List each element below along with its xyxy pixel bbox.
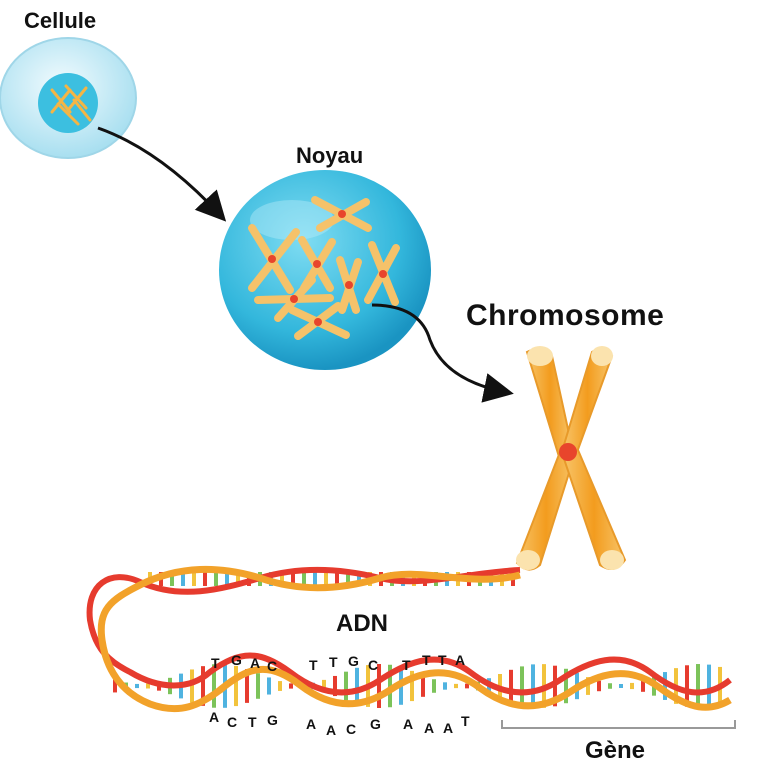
base-bottom: A bbox=[403, 716, 414, 732]
arrow-nucleus-to-chromosome bbox=[371, 303, 514, 403]
base-bottom: T bbox=[248, 714, 257, 730]
base-bottom: A bbox=[306, 716, 317, 732]
base-top: A bbox=[250, 655, 261, 671]
nucleus bbox=[219, 170, 431, 370]
base-bottom: G bbox=[267, 712, 278, 728]
chromosome bbox=[515, 346, 627, 571]
base-top: G bbox=[348, 653, 359, 669]
base-top: G bbox=[231, 652, 242, 668]
label-gene: Gène bbox=[585, 737, 646, 764]
centromere bbox=[559, 443, 577, 461]
base-bottom: C bbox=[227, 714, 238, 730]
base-top: T bbox=[211, 655, 220, 671]
dna-strand-red bbox=[86, 566, 732, 696]
base-top: T bbox=[402, 657, 411, 673]
base-bottom: A bbox=[443, 720, 454, 736]
base-bottom: C bbox=[346, 721, 357, 737]
base-top: T bbox=[329, 654, 338, 670]
cell bbox=[0, 37, 137, 159]
dna-strand-orange bbox=[97, 565, 732, 713]
label-cell: Cellule bbox=[24, 8, 97, 33]
label-chromosome: Chromosome bbox=[466, 299, 665, 332]
gene-bracket bbox=[501, 720, 736, 729]
base-bottom: A bbox=[424, 720, 435, 736]
label-nucleus: Noyau bbox=[296, 143, 364, 168]
base-top: C bbox=[368, 657, 379, 673]
base-bottom: A bbox=[209, 709, 220, 725]
base-top: C bbox=[267, 658, 278, 674]
base-bottom: G bbox=[370, 716, 381, 732]
dna-helix bbox=[86, 565, 732, 713]
nucleus-body bbox=[219, 170, 431, 370]
cell-chromosomes bbox=[50, 84, 92, 126]
base-bottom: A bbox=[326, 722, 337, 738]
label-dna: ADN bbox=[336, 610, 388, 637]
base-top: A bbox=[455, 652, 466, 668]
base-bottom: T bbox=[461, 713, 470, 729]
base-top: T bbox=[422, 652, 431, 668]
cell-nucleus bbox=[38, 73, 98, 133]
arrow-cell-to-nucleus bbox=[97, 126, 227, 222]
base-top: T bbox=[438, 652, 447, 668]
base-top: T bbox=[309, 657, 318, 673]
